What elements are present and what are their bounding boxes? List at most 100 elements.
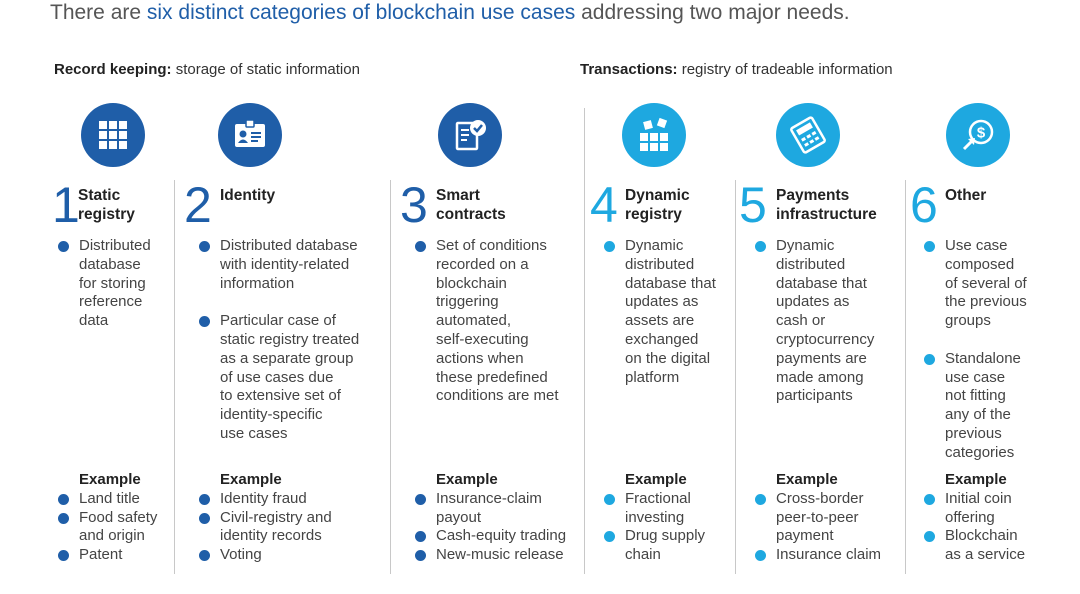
payment-machine-icon — [790, 116, 826, 154]
bullet-dot — [755, 550, 766, 562]
example-heading: Example — [436, 471, 498, 488]
dynamic-registry-circle — [622, 103, 686, 167]
bullet-dot — [58, 512, 69, 524]
bullet-dot — [58, 493, 69, 505]
category-number: 2 — [184, 177, 212, 233]
example-heading: Example — [625, 471, 687, 488]
example-item: Insurance claim — [752, 546, 902, 565]
bullet-dot — [924, 531, 935, 543]
example-item: Cash-equity trading — [412, 527, 588, 546]
bullet-dot — [415, 241, 426, 252]
bullet-dot — [755, 241, 766, 252]
identity-circle — [218, 103, 282, 167]
section-divider — [584, 108, 585, 574]
bullet-dot — [415, 531, 426, 543]
headline-pre: There are — [50, 1, 147, 24]
column-divider — [390, 180, 391, 574]
column-divider — [174, 180, 175, 574]
bullet-dot — [604, 241, 615, 252]
category-number: 4 — [590, 177, 618, 233]
bullet-dot — [415, 493, 426, 505]
example-heading: Example — [220, 471, 282, 488]
static-registry-circle — [81, 103, 145, 167]
headline-post: addressing two major needs. — [575, 1, 850, 24]
example-heading: Example — [79, 471, 141, 488]
category-number: 5 — [739, 177, 767, 233]
column-divider — [735, 180, 736, 574]
bullet-dot — [58, 550, 69, 562]
section-record-rest: storage of static information — [171, 61, 360, 78]
bullet-dot — [924, 241, 935, 252]
smart-contracts-circle — [438, 103, 502, 167]
category-number: 3 — [400, 177, 428, 233]
dynamic-blocks-icon — [640, 117, 668, 151]
bullet-dot — [415, 550, 426, 562]
bullet-dot — [604, 531, 615, 543]
headline-highlight: six distinct categories of blockchain us… — [146, 1, 576, 24]
category-number: 6 — [910, 177, 938, 233]
example-item: Land title — [55, 490, 173, 509]
svg-text:$: $ — [977, 125, 986, 142]
section-transactions: Transactions: registry of tradeable info… — [580, 61, 893, 78]
coin-arrow-icon: $ — [962, 119, 994, 151]
bullet-dot — [924, 353, 935, 365]
section-transactions-bold: Transactions: — [580, 61, 678, 78]
example-item: Patent — [55, 546, 173, 565]
grid-icon — [99, 121, 127, 149]
bullet-dot — [199, 493, 210, 505]
section-record-bold: Record keeping: — [54, 61, 172, 78]
other-circle: $ — [946, 103, 1010, 167]
payments-circle — [776, 103, 840, 167]
example-heading: Example — [776, 471, 838, 488]
bullet-dot — [199, 550, 210, 562]
section-record-keeping: Record keeping: storage of static inform… — [54, 61, 360, 78]
example-item: Identity fraud — [196, 490, 386, 509]
category-number: 1 — [52, 177, 80, 233]
bullet-dot — [924, 493, 935, 505]
bullet-dot — [604, 493, 615, 505]
column-divider — [905, 180, 906, 574]
bullet-dot — [58, 241, 69, 252]
bullet-dot — [199, 241, 210, 252]
headline: There are six distinct categories of blo… — [50, 0, 850, 26]
contract-check-icon — [455, 120, 486, 151]
example-item: Voting — [196, 546, 386, 565]
category-title: Identity — [220, 187, 276, 204]
id-card-icon — [235, 119, 265, 147]
bullet-dot — [199, 512, 210, 524]
category-title: Other — [945, 187, 987, 204]
bullet-dot — [755, 493, 766, 505]
section-transactions-rest: registry of tradeable information — [677, 61, 893, 78]
